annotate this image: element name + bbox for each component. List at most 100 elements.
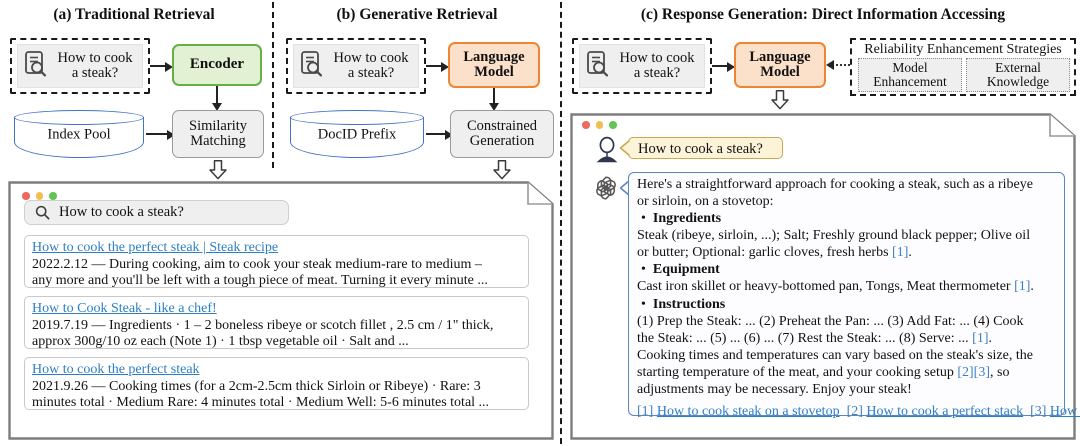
- reliability-item-0-line2: Enhancement: [873, 74, 947, 89]
- bot-ingredients-line1: Steak (ribeye, sirloin, ...); Salt; Fres…: [637, 228, 1031, 244]
- dot-maximize[interactable]: [609, 121, 617, 129]
- dot-minimize[interactable]: [595, 121, 603, 129]
- period: .: [988, 330, 992, 346]
- closing-tail: , so: [990, 364, 1010, 380]
- encoder-box: Encoder: [172, 44, 262, 86]
- language-model-box-b: Language Model: [448, 42, 540, 88]
- heading-text: Instructions: [652, 296, 726, 312]
- citation-ref[interactable]: [1]: [892, 245, 909, 261]
- citation-ref[interactable]: [1]: [1014, 279, 1031, 295]
- window-dots-chat: [582, 121, 617, 129]
- docid-prefix-label: DocID Prefix: [317, 126, 397, 143]
- query-text-line2: a steak?: [347, 65, 395, 81]
- bot-closing-line3: adjustments may be necessary. Enjoy your…: [637, 381, 912, 397]
- dot-minimize[interactable]: [35, 192, 43, 200]
- bot-heading-ingredients: • Ingredients: [641, 211, 722, 227]
- openai-logo-icon: [592, 174, 620, 207]
- language-model-box-c: Language Model: [734, 42, 826, 88]
- equipment-text: Cast iron skillet or heavy-bottomed pan,…: [637, 279, 1015, 295]
- arrowhead-index-similarity: [167, 130, 175, 140]
- result-snippet-line2: approx 300g/10 oz each (Note 1) · 1 tbsp…: [32, 334, 409, 350]
- query-text-line2: a steak?: [71, 65, 119, 81]
- window-dots-search: [22, 192, 57, 200]
- query-box-b[interactable]: How to cook a steak?: [293, 44, 419, 88]
- result-card-2[interactable]: How to cook the perfect steak 2021.9.26 …: [24, 357, 529, 410]
- arrowhead-query-lm-c: [727, 62, 735, 72]
- reliability-item-external-knowledge[interactable]: External Knowledge: [966, 58, 1070, 92]
- cylinder-top: [290, 110, 424, 125]
- reliability-item-model-enhancement[interactable]: Model Enhancement: [858, 58, 962, 92]
- arrow-index-similarity: [146, 133, 168, 135]
- citation-ref[interactable]: [1]: [972, 330, 989, 346]
- reliability-item-1-line2: Knowledge: [986, 74, 1050, 89]
- document-search-icon: [586, 50, 611, 82]
- arrow-encoder-similarity: [216, 86, 218, 104]
- result-snippet-line1: 2021.9.26 — Cooking times (for a 2cm-2.5…: [32, 378, 481, 394]
- similarity-line1: Similarity: [189, 117, 247, 134]
- closing-text: starting temperature of the meat, and yo…: [637, 364, 958, 380]
- arrowhead-lm-constrained: [489, 103, 499, 111]
- bot-message-bubble: Here's a straightforward approach for co…: [628, 172, 1080, 419]
- arrowhead-encoder-similarity: [212, 103, 222, 111]
- citation-ref[interactable]: [2][3]: [957, 364, 991, 380]
- period: .: [908, 245, 912, 261]
- index-pool-label: Index Pool: [47, 126, 111, 143]
- ingredients-text: or butter; Optional: garlic cloves, fres…: [637, 245, 893, 261]
- result-title[interactable]: How to cook the perfect steak: [32, 362, 200, 377]
- search-input[interactable]: How to cook a steak?: [24, 200, 289, 225]
- query-text-line1: How to cook: [619, 50, 695, 67]
- arrowhead-reliability-lm: [826, 60, 834, 70]
- dot-close[interactable]: [22, 192, 30, 200]
- result-snippet-line1: 2019.7.19 — Ingredients · 1 – 2 boneless…: [32, 317, 494, 333]
- result-title[interactable]: How to Cook Steak - like a chef!: [32, 301, 217, 316]
- cylinder-top: [14, 110, 144, 125]
- lm-line2: Model: [760, 64, 800, 80]
- bot-closing-line2: starting temperature of the meat, and yo…: [637, 364, 1056, 381]
- result-card-1[interactable]: How to Cook Steak - like a chef! 2019.7.…: [24, 296, 529, 349]
- divider-a-b: [272, 2, 274, 168]
- dot-close[interactable]: [582, 121, 590, 129]
- bot-instructions-line1: (1) Prep the Steak: ... (2) Preheat the …: [637, 313, 1024, 329]
- constrained-line2: Generation: [469, 133, 535, 149]
- similarity-line2: Matching: [190, 133, 246, 149]
- reference-link-2[interactable]: How ...: [1049, 404, 1080, 420]
- block-arrow-b: [492, 160, 512, 185]
- arrowhead-docid-constrained: [445, 130, 453, 140]
- reference-num-1: [2]: [846, 404, 863, 420]
- query-box-c[interactable]: How to cook a steak?: [579, 44, 705, 88]
- reliability-item-0-line1: Model: [892, 59, 928, 75]
- bot-intro-line1: Here's a straightforward approach for co…: [637, 177, 1033, 192]
- result-snippet-line2: minutes total · Medium Rare: 4 minutes t…: [32, 395, 490, 411]
- query-group-b: [286, 38, 426, 94]
- result-title[interactable]: How to cook the perfect steak | Steak re…: [32, 240, 279, 255]
- bot-heading-equipment: • Equipment: [641, 262, 720, 278]
- query-text-line1: How to cook: [57, 50, 133, 67]
- dot-maximize[interactable]: [49, 192, 57, 200]
- bot-ingredients-line2: or butter; Optional: garlic cloves, fres…: [637, 244, 1056, 261]
- panel-c-title: (c) Response Generation: Direct Informat…: [640, 6, 1006, 23]
- constrained-generation-box: Constrained Generation: [450, 110, 554, 158]
- instructions-text: the Steak: ... (5) ... (6) ... (7) Rest …: [637, 330, 973, 346]
- arrowhead-query-lm-b: [441, 62, 449, 72]
- lm-line2: Model: [474, 64, 514, 80]
- result-card-0[interactable]: How to cook the perfect steak | Steak re…: [24, 235, 529, 288]
- heading-text: Ingredients: [652, 211, 722, 227]
- reference-num-2: [3]: [1030, 404, 1047, 420]
- user-message-text: How to cook a steak?: [638, 141, 763, 157]
- document-search-icon: [300, 50, 325, 82]
- result-snippet-line2: any more and you'll be left with a tough…: [32, 273, 488, 289]
- reference-list: [1] How to cook steak on a stovetop [2] …: [637, 403, 1080, 420]
- reference-link-1[interactable]: How to cook a perfect stack: [866, 404, 1024, 420]
- arrow-query-lm-b: [426, 65, 442, 67]
- bot-intro-line2: or sirloin, on a stovetop:: [637, 194, 774, 210]
- block-arrow-a: [208, 160, 228, 185]
- period: .: [1030, 279, 1034, 295]
- panel-b-title: (b) Generative Retrieval: [336, 6, 498, 23]
- magnifier-icon: [35, 205, 50, 220]
- divider-b-c: [560, 2, 562, 444]
- query-box-a[interactable]: How to cook a steak?: [17, 44, 143, 88]
- reference-link-0[interactable]: How to cook steak on a stovetop: [656, 404, 840, 420]
- similarity-matching-box: Similarity Matching: [172, 110, 264, 158]
- query-group-c: [572, 38, 712, 94]
- query-text-line2: a steak?: [633, 65, 681, 81]
